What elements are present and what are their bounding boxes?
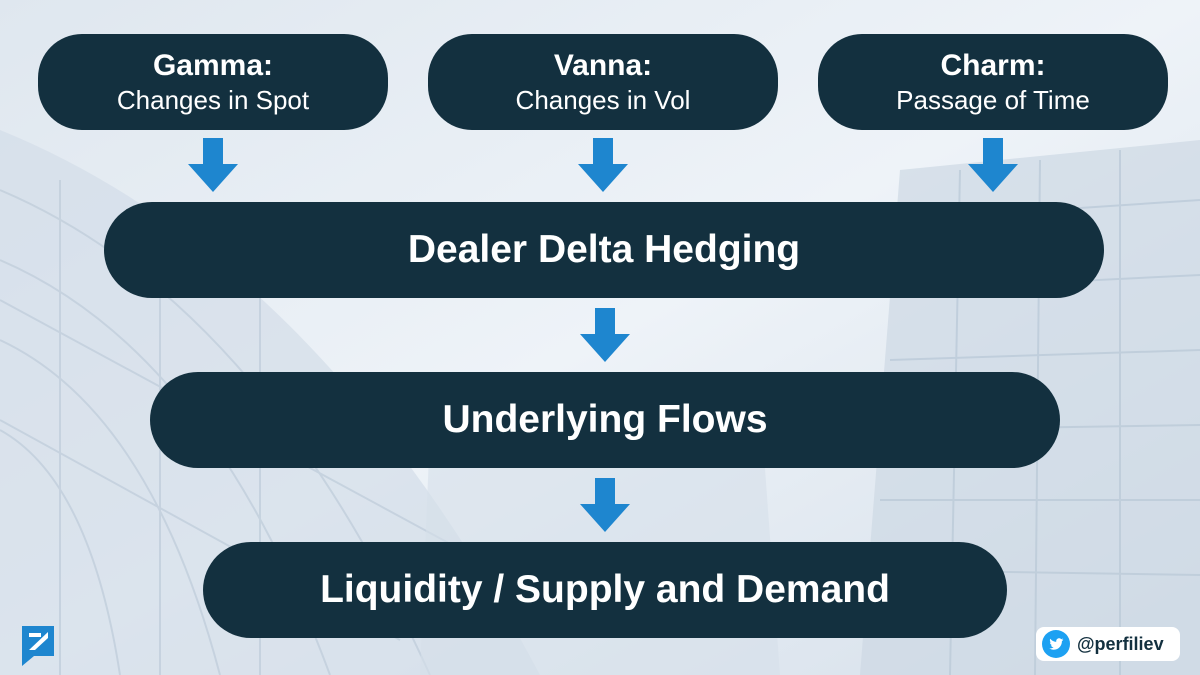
underlying-flows-label: Underlying Flows [442, 398, 768, 441]
vanna-pill: Vanna: Changes in Vol [428, 34, 778, 130]
arrow-down-icon [580, 308, 630, 362]
charm-subtitle: Passage of Time [896, 85, 1090, 115]
gamma-title: Gamma: [152, 49, 274, 82]
vanna-title: Vanna: [553, 49, 653, 82]
twitter-handle-text: @perfiliev [1077, 633, 1164, 654]
gamma-pill: Gamma: Changes in Spot [38, 34, 388, 130]
charm-title: Charm: [940, 49, 1046, 82]
arrow-down-icon [188, 138, 238, 192]
dealer-delta-hedging-pill: Dealer Delta Hedging [104, 202, 1104, 298]
vanna-subtitle: Changes in Vol [515, 85, 691, 115]
brand-logo-icon [22, 626, 54, 666]
liquidity-supply-demand-pill: Liquidity / Supply and Demand [203, 542, 1007, 638]
dealer-delta-hedging-label: Dealer Delta Hedging [407, 228, 801, 271]
arrow-down-icon [968, 138, 1018, 192]
underlying-flows-pill: Underlying Flows [150, 372, 1060, 468]
twitter-handle-badge[interactable]: @perfiliev [1036, 627, 1180, 661]
arrow-down-icon [578, 138, 628, 192]
gamma-subtitle: Changes in Spot [116, 85, 310, 115]
liquidity-supply-demand-label: Liquidity / Supply and Demand [320, 568, 890, 611]
twitter-bird-icon [1042, 630, 1070, 658]
arrow-down-icon [580, 478, 630, 532]
charm-pill: Charm: Passage of Time [818, 34, 1168, 130]
